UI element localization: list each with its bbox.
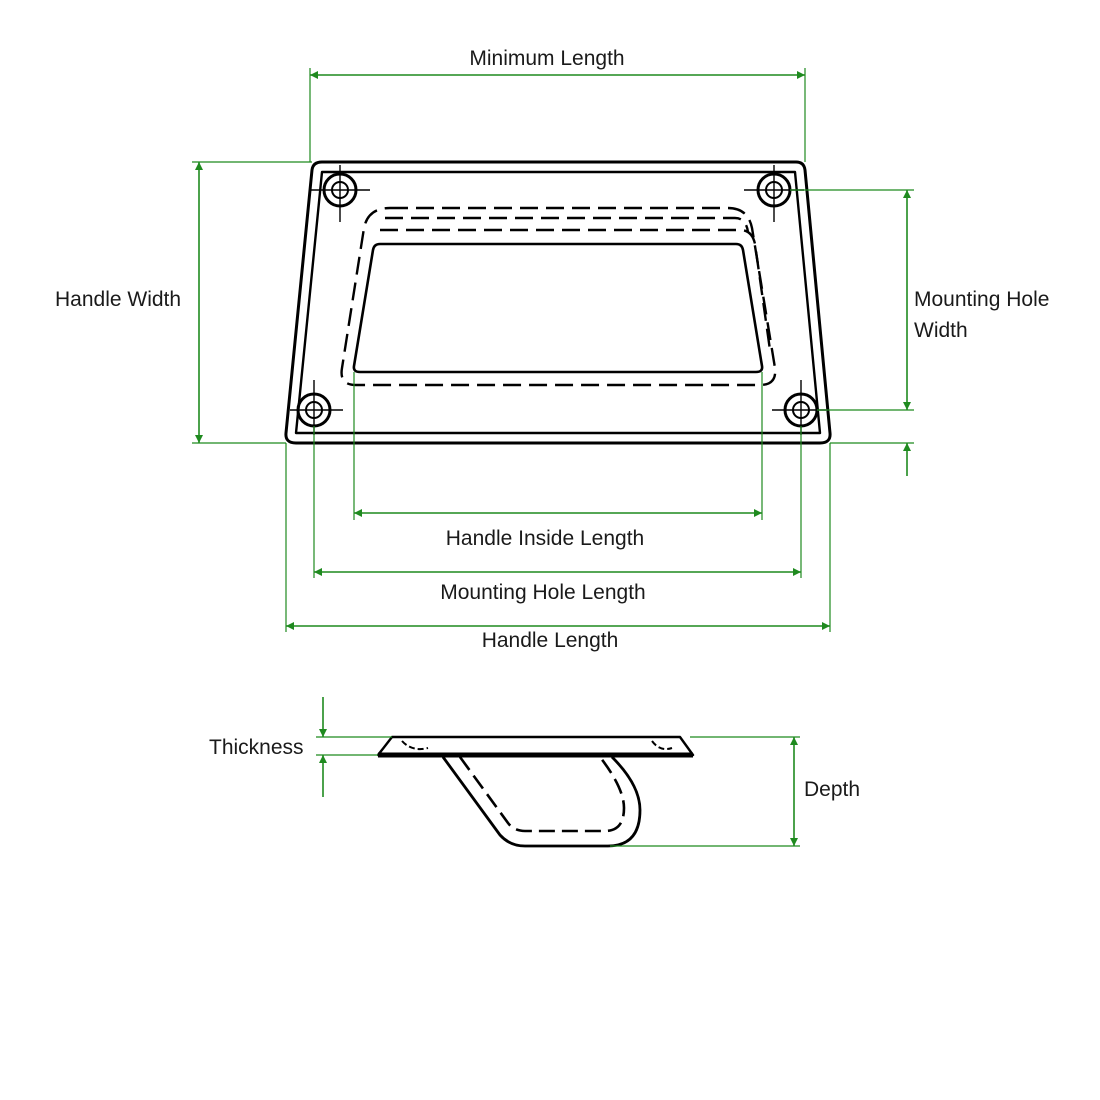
dimension-mounting-hole-length: Mounting Hole Length [313,426,802,604]
inner-plate-outline [294,170,822,435]
label-handle-length: Handle Length [482,629,619,652]
dimension-handle-inside-length: Handle Inside Length [353,372,763,550]
side-handle-loop [441,756,642,848]
hidden-line-middle [385,216,750,233]
label-mounting-hole-length: Mounting Hole Length [440,581,645,604]
dimension-minimum-length: Minimum Length [309,47,806,162]
label-handle-width: Handle Width [55,288,181,311]
side-plate [376,735,695,757]
mounting-holes [290,165,826,435]
side-view [376,735,695,848]
label-mounting-hole-width-2: Width [914,319,968,342]
label-handle-inside-length: Handle Inside Length [446,527,645,550]
hidden-line-outer [340,206,777,387]
hidden-line-inner [380,228,772,351]
dimension-handle-length: Handle Length [285,443,831,652]
label-depth: Depth [804,778,860,801]
top-view [284,160,832,445]
mounting-hole-icon [772,380,826,435]
dimension-handle-width: Handle Width [55,161,312,444]
label-minimum-length: Minimum Length [469,47,624,70]
dimension-depth: Depth [610,736,860,847]
mounting-hole-icon [310,165,370,222]
label-mounting-hole-width-1: Mounting Hole [914,288,1049,311]
handle-window [352,242,764,374]
mounting-hole-icon [290,380,343,435]
label-thickness: Thickness [209,736,304,759]
dimension-mounting-hole-width: Mounting Hole Width [790,189,1049,476]
outer-plate-outline [284,160,832,445]
dimension-thickness: Thickness [209,697,392,797]
